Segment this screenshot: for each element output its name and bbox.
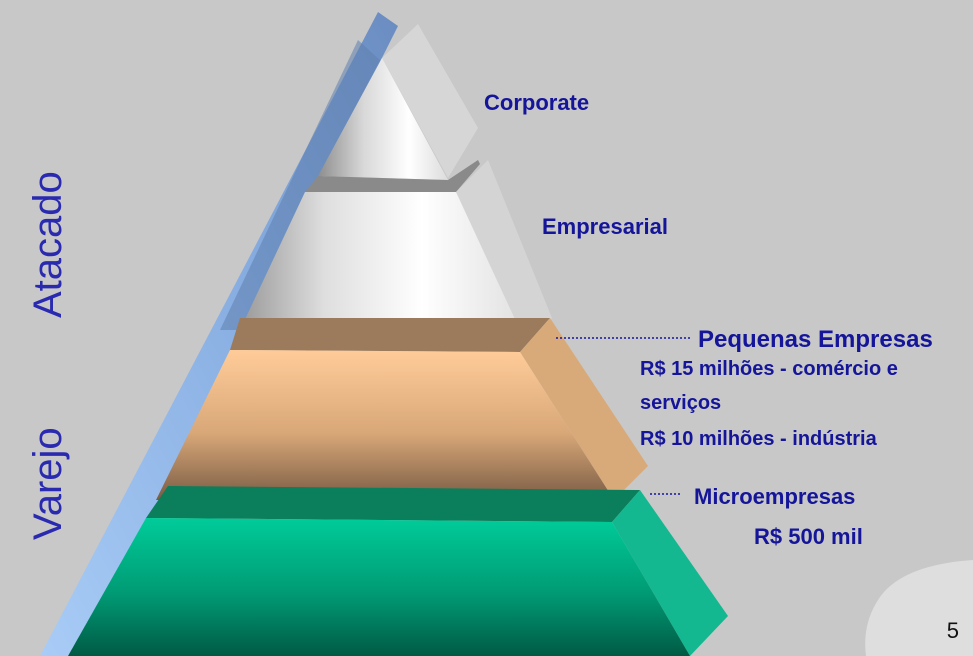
pyramid-left-shade — [220, 40, 380, 330]
pequenas-side-face — [520, 318, 648, 500]
microempresas-label: Microempresas — [694, 484, 856, 509]
micro-top-face — [146, 486, 640, 522]
micro-side-face — [612, 490, 728, 656]
page-number: 5 — [946, 618, 959, 643]
pequenas-criteria-line2: serviços — [640, 392, 722, 414]
corporate-label: Corporate — [484, 90, 590, 115]
corporate-ledge — [305, 160, 480, 192]
pequenas-top-face — [230, 318, 550, 352]
pequenas-criteria-line1: R$ 15 milhões - comércio e — [640, 358, 898, 380]
empresarial-label: Empresarial — [542, 214, 668, 239]
empresarial-side-face — [456, 160, 552, 348]
pequenas-front-face — [156, 350, 614, 500]
corporate-side-face — [382, 24, 478, 178]
pequenas-criteria-line3: R$ 10 milhões - indústria — [640, 428, 877, 450]
corner-decoration — [865, 560, 973, 656]
microempresas-value: R$ 500 mil — [754, 524, 863, 549]
micro-front-face — [68, 518, 690, 656]
atacado-label: Atacado — [26, 171, 70, 318]
pequenas-empresas-label: Pequenas Empresas — [698, 326, 933, 353]
varejo-label: Varejo — [26, 427, 70, 540]
empresarial-front-face — [240, 192, 520, 330]
corporate-front-face — [318, 58, 448, 180]
